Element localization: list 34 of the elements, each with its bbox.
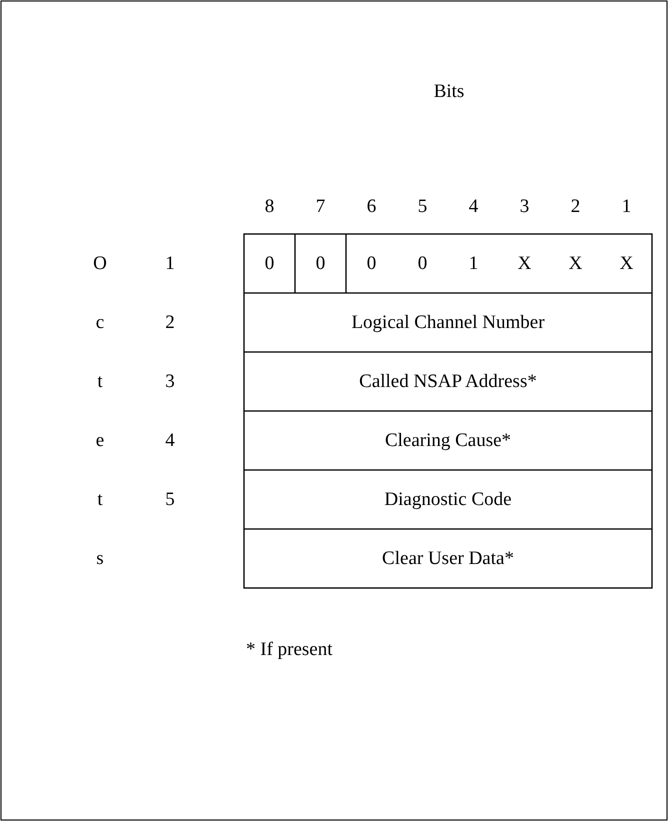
- footnote: * If present: [246, 639, 333, 661]
- octet-number: 3: [165, 370, 175, 392]
- octets-letter: t: [97, 488, 103, 510]
- octet-number: 2: [165, 312, 175, 334]
- column-heading: Bits: [434, 81, 464, 103]
- field-name: Clearing Cause*: [384, 430, 512, 452]
- bit-number: 1: [622, 196, 632, 218]
- octet-number: 5: [165, 488, 175, 510]
- octets-letter: c: [96, 312, 104, 334]
- octets-letter: s: [96, 548, 104, 570]
- bit-number: 8: [264, 196, 274, 218]
- bit-value: 0: [264, 252, 274, 274]
- bit-value: 0: [366, 252, 376, 274]
- octet-number: 4: [165, 430, 175, 452]
- bit-number: 4: [468, 196, 478, 218]
- field-name: Called NSAP Address*: [359, 370, 537, 392]
- bit-number: 6: [366, 196, 376, 218]
- octet-number: 1: [165, 252, 175, 274]
- octets-letter: O: [93, 252, 107, 274]
- bit-value: 0: [316, 252, 326, 274]
- octets-letter: e: [96, 430, 104, 452]
- bit-value: 0: [418, 252, 428, 274]
- field-name: Diagnostic Code: [384, 488, 512, 510]
- bit-number: 2: [570, 196, 580, 218]
- bit-number: 3: [520, 196, 530, 218]
- bit-value: X: [568, 252, 582, 274]
- field-name: Clear User Data*: [382, 548, 514, 570]
- bit-number: 5: [418, 196, 428, 218]
- bit-value: X: [518, 252, 532, 274]
- octets-letter: t: [97, 370, 103, 392]
- bit-value: 1: [468, 252, 478, 274]
- bit-number: 7: [316, 196, 326, 218]
- bit-value: X: [620, 252, 634, 274]
- field-name: Logical Channel Number: [351, 312, 545, 334]
